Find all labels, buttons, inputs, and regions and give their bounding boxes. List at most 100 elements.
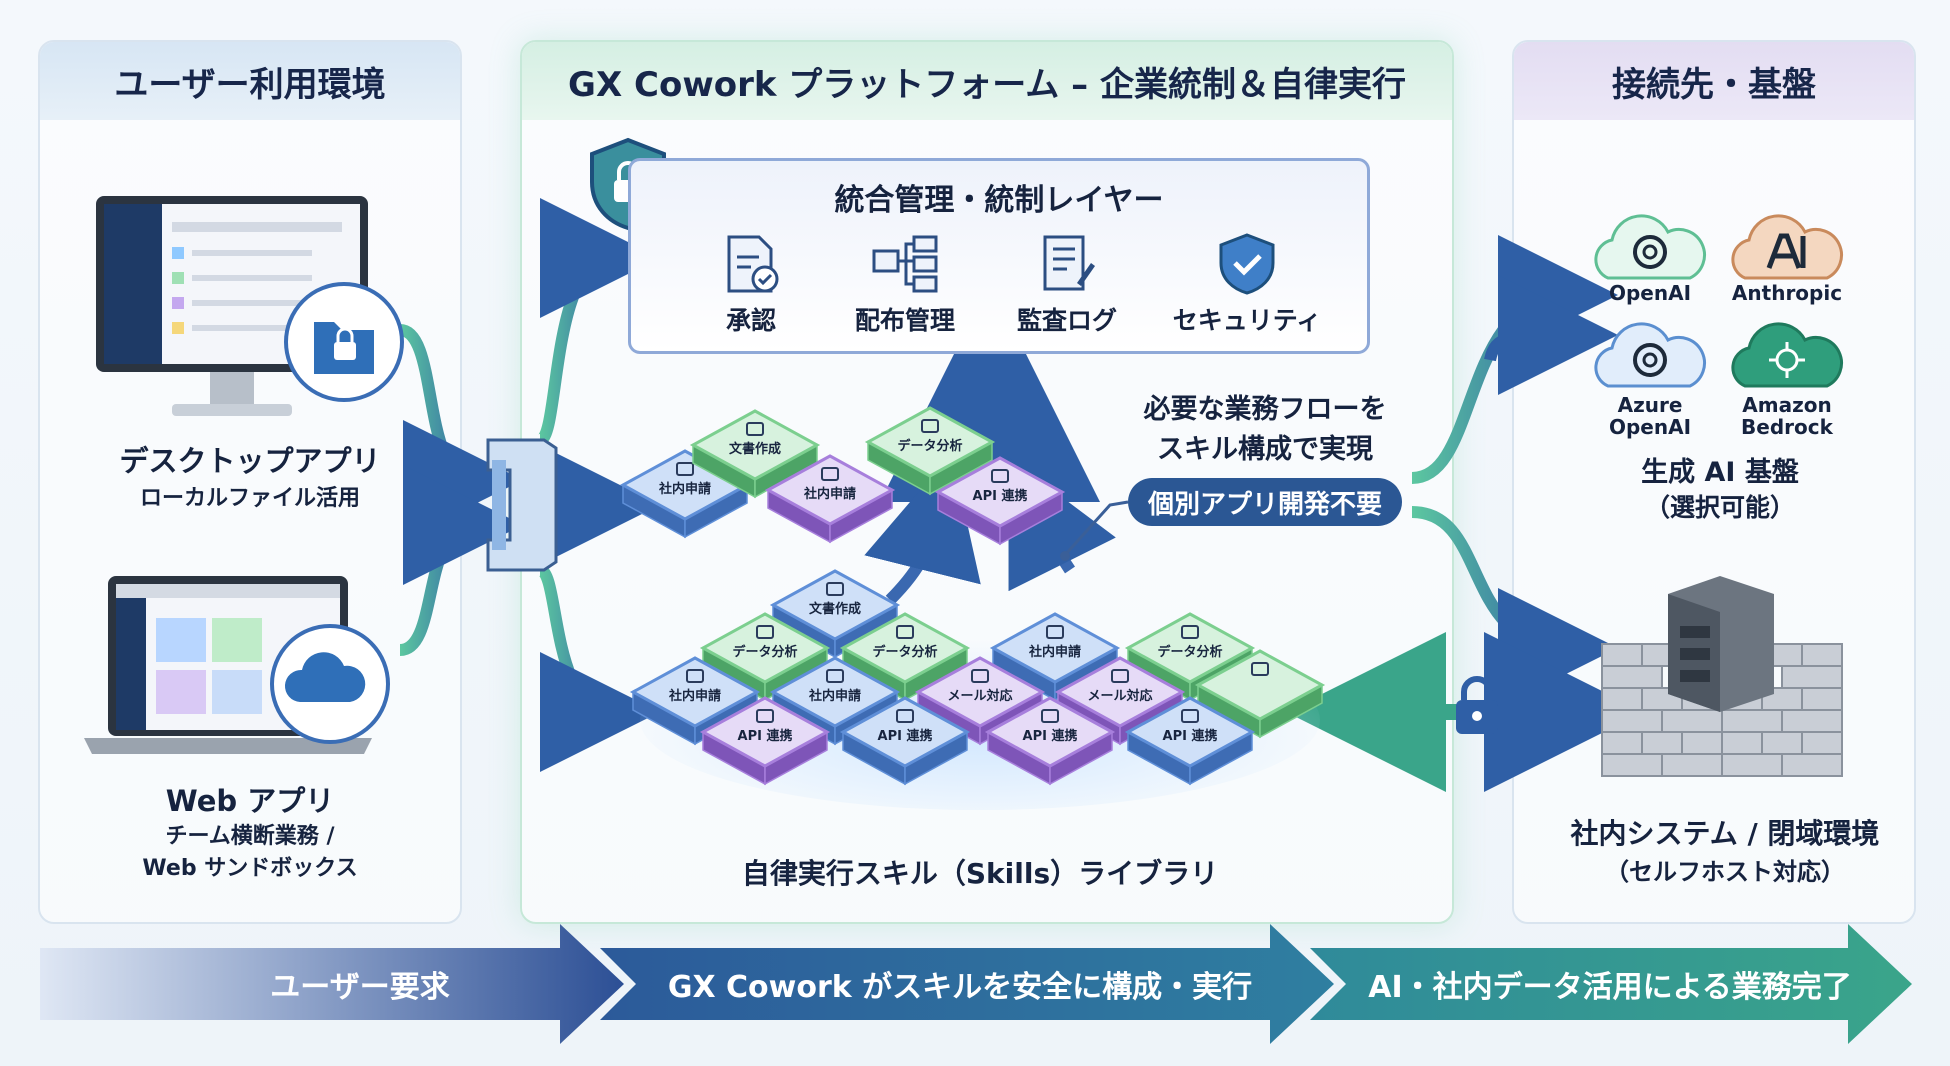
openai-label: OpenAI	[1608, 281, 1692, 305]
flow-note-line1: 必要な業務フローを	[1143, 394, 1387, 425]
ai-infra-sub: （選択可能）	[1644, 493, 1795, 522]
flow-note-line2: スキル構成で実現	[1157, 434, 1373, 465]
library-skill-tile-icon-13	[1181, 709, 1199, 723]
platform-to-openai-arrow	[1411, 235, 1618, 484]
no-custom-dev-badge: 個別アプリ開発不要	[1128, 478, 1402, 526]
gateway-hub-icon	[486, 438, 558, 572]
skills-library-label: 自律実行スキル（Skills）ライブラリ	[741, 857, 1219, 890]
band-step2-label: GX Cowork がスキルを安全に構成・実行	[667, 970, 1253, 1005]
upper-skill-tile-label-3: データ分析	[897, 438, 962, 454]
band-step2-arrow	[600, 924, 1334, 1044]
openai-cloud-icon	[1594, 214, 1706, 280]
bedrock-cloud-icon	[1731, 322, 1843, 388]
library-skill-tile-label-0: 文書作成	[809, 601, 861, 617]
gov-item-audit-label: 監査ログ	[1016, 306, 1117, 335]
gov-item-security-label: セキュリティ	[1172, 306, 1322, 335]
desktop-monitor-icon	[96, 196, 404, 416]
upper-skill-tile-2: 社内申請	[764, 454, 896, 544]
upper-skill-tile-label-2: 社内申請	[803, 486, 856, 502]
library-skill-tile-label-7: メール対応	[947, 688, 1012, 704]
platform-title: GX Cowork プラットフォーム – 企業統制＆自律実行	[522, 42, 1452, 120]
library-skill-tile-icon-8	[1111, 669, 1129, 683]
internal-system-sub: （セルフホスト対応）	[1605, 858, 1845, 886]
library-skill-tile-1: データ分析	[699, 612, 831, 702]
library-skill-tile-label-2: データ分析	[872, 644, 937, 660]
web-app-sub1: チーム横断業務 /	[165, 824, 335, 849]
hub-to-governance-arrow	[537, 198, 660, 446]
band-step3-arrow	[1310, 924, 1912, 1044]
library-skill-tile-icon-11	[896, 709, 914, 723]
library-skill-tile-label-11: API 連携	[878, 728, 933, 744]
platform-to-internal-arrow	[1411, 506, 1618, 708]
audit-log-icon	[1043, 235, 1095, 291]
library-skill-tile-label-8: メール対応	[1087, 688, 1152, 704]
library-skill-tile-10: API 連携	[699, 696, 831, 786]
upper-skill-tile-4: API 連携	[934, 456, 1066, 546]
library-skill-tile-label-6: 社内申請	[808, 688, 861, 704]
secure-lock-icon	[1456, 676, 1498, 734]
desktop-app-sub: ローカルファイル活用	[139, 486, 360, 511]
upper-skill-tile-label-0: 社内申請	[658, 481, 711, 497]
anthropic-label: Anthropic	[1731, 281, 1843, 305]
azure-openai-cloud-icon	[1594, 322, 1706, 388]
gov-item-audit: 監査ログ	[997, 233, 1137, 337]
user-environment-title: ユーザー利用環境	[40, 42, 460, 120]
band-step1-arrow	[40, 924, 624, 1044]
library-skill-tile-icon-10	[756, 709, 774, 723]
connections-title: 接続先・基盤	[1514, 42, 1914, 120]
library-skill-tile-icon-4	[1181, 625, 1199, 639]
library-skill-tile-11: API 連携	[839, 696, 971, 786]
internal-system-title: 社内システム / 閉域環境	[1570, 817, 1880, 850]
gov-item-distribution: 配布管理	[835, 233, 975, 337]
upper-skill-tile-icon-1	[746, 422, 764, 436]
anthropic-cloud-icon	[1731, 214, 1843, 280]
user-environment-panel: ユーザー利用環境	[38, 40, 462, 924]
upper-skill-tile-icon-4	[991, 469, 1009, 483]
bedrock-line2: Bedrock	[1741, 415, 1833, 439]
ai-infra-title: 生成 AI 基盤	[1641, 457, 1799, 488]
server-firewall-icon	[1601, 576, 1843, 777]
azure-openai-label: Azure OpenAI	[1575, 394, 1725, 438]
governance-title: 統合管理・統制レイヤー	[834, 183, 1164, 218]
desktop-app-label: デスクトップアプリ	[119, 444, 381, 478]
library-skill-tile-label-12: API 連携	[1023, 728, 1078, 744]
azure-line1: Azure	[1617, 393, 1683, 417]
upper-skill-tile-3: データ分析	[864, 406, 996, 496]
library-skill-tile-label-5: 社内申請	[668, 688, 721, 704]
hub-to-library-arrow	[537, 564, 660, 772]
gov-item-security: セキュリティ	[1157, 233, 1337, 337]
upper-skill-tile-icon-3	[921, 419, 939, 433]
azure-line2: OpenAI	[1608, 415, 1692, 439]
distribution-tree-icon	[872, 235, 938, 293]
gov-item-approval: 承認	[681, 233, 821, 337]
upper-skill-tile-1: 文書作成	[689, 409, 821, 499]
library-skill-tile-label-3: 社内申請	[1028, 644, 1081, 660]
gov-item-approval-label: 承認	[725, 306, 776, 335]
library-skill-tile-icon-2	[896, 625, 914, 639]
bedrock-label: Amazon Bedrock	[1712, 394, 1862, 438]
library-skill-tile-13: API 連携	[1124, 696, 1256, 786]
web-app-sub2: Web サンドボックス	[142, 856, 358, 881]
bedrock-line1: Amazon	[1742, 393, 1832, 417]
security-shield-icon	[1219, 233, 1275, 295]
library-skill-tile-label-13: API 連携	[1163, 728, 1218, 744]
library-skill-tile-icon-9	[1251, 662, 1269, 676]
web-to-hub-arrow	[398, 465, 523, 656]
band-step3-label: AI・社内データ活用による業務完了	[1368, 970, 1852, 1005]
library-skill-tile-label-1: データ分析	[732, 644, 797, 660]
gov-item-distribution-label: 配布管理	[854, 306, 955, 335]
governance-layer: 統合管理・統制レイヤー 承認 配布管理 監査ログ	[628, 158, 1370, 354]
library-skill-tile-icon-1	[756, 625, 774, 639]
skills-tiles: 社内申請文書作成社内申請データ分析API 連携文書作成データ分析データ分析社内申…	[619, 406, 1326, 810]
library-skill-tile-12: API 連携	[984, 696, 1116, 786]
process-band	[40, 924, 1912, 1044]
upper-skill-tile-icon-0	[676, 462, 694, 476]
library-skill-tile-icon-5	[686, 669, 704, 683]
library-skill-tile-icon-3	[1046, 625, 1064, 639]
band-step1-label: ユーザー要求	[270, 970, 450, 1005]
web-app-label: Web アプリ	[165, 784, 335, 818]
web-laptop-icon	[84, 576, 390, 754]
library-skill-tile-icon-7	[971, 669, 989, 683]
library-skill-tile-label-4: データ分析	[1157, 644, 1222, 660]
library-skill-tile-icon-12	[1041, 709, 1059, 723]
